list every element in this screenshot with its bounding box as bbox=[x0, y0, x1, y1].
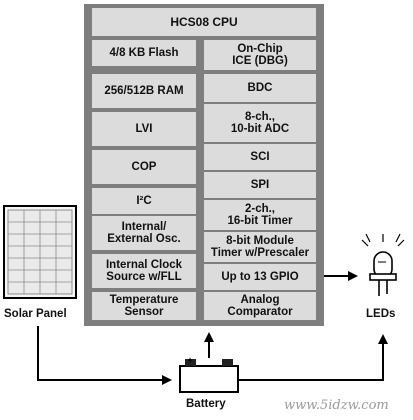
battery-label: Battery bbox=[186, 398, 226, 410]
leds-label: LEDs bbox=[366, 308, 396, 320]
analog-comparator-block: Analog Comparator bbox=[204, 292, 316, 320]
lvi-block: LVI bbox=[92, 112, 196, 146]
battery-icon: + bbox=[179, 355, 239, 393]
battery-to-led-wire bbox=[238, 334, 388, 381]
clock-source-block: Internal Clock Source w/FLL bbox=[92, 254, 196, 288]
svg-text:+: + bbox=[187, 355, 192, 365]
adc-block: 8-ch., 10-bit ADC bbox=[204, 104, 316, 142]
spi-block: SPI bbox=[204, 172, 316, 198]
solar-to-battery-wire bbox=[37, 326, 172, 385]
watermark-text: www.5idzw.com bbox=[284, 398, 389, 413]
oscillator-block: Internal/ External Osc. bbox=[92, 216, 196, 250]
solar-panel-icon bbox=[3, 205, 77, 299]
cop-block: COP bbox=[92, 150, 196, 184]
module-timer-block: 8-bit Module Timer w/Prescaler bbox=[204, 232, 316, 262]
ice-block: On-Chip ICE (DBG) bbox=[204, 40, 316, 70]
flash-block: 4/8 KB Flash bbox=[92, 40, 196, 66]
ram-block: 256/512B RAM bbox=[92, 74, 196, 108]
solar-panel-label: Solar Panel bbox=[4, 308, 67, 320]
led-icon bbox=[361, 233, 405, 296]
cpu-header: HCS08 CPU bbox=[92, 8, 316, 36]
timer16-block: 2-ch., 16-bit Timer bbox=[204, 200, 316, 230]
gpio-block: Up to 13 GPIO bbox=[204, 264, 316, 290]
temperature-sensor-block: Temperature Sensor bbox=[92, 292, 196, 320]
bdc-block: BDC bbox=[204, 74, 316, 102]
sci-block: SCI bbox=[204, 144, 316, 170]
i2c-block: I²C bbox=[92, 188, 196, 214]
